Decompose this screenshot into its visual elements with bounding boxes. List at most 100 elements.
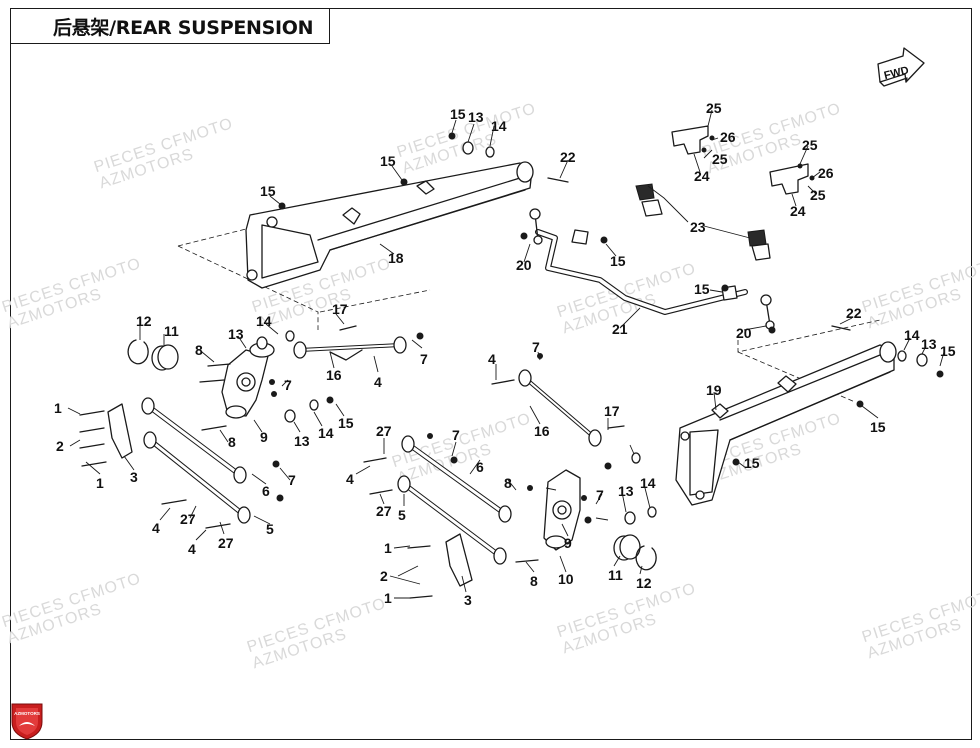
- callout-label: 15: [610, 253, 626, 269]
- callout-label: 13: [921, 336, 937, 352]
- fwd-arrow-icon: FWD: [877, 47, 925, 87]
- callout-label: 7: [284, 377, 292, 393]
- callout-label: 11: [164, 323, 179, 339]
- callout-label: 15: [694, 281, 710, 297]
- callout-label: 6: [476, 459, 484, 475]
- swing-arm-right: [675, 341, 897, 506]
- callout-label: 7: [420, 351, 428, 367]
- nuts: [269, 132, 944, 524]
- toe-link-left: [293, 336, 407, 361]
- callout-label: 27: [376, 503, 392, 519]
- callout-label: 5: [266, 521, 274, 537]
- callout-label: 15: [450, 106, 466, 122]
- callout-label: 14: [904, 327, 920, 343]
- callout-label: 14: [491, 118, 507, 134]
- brackets: [107, 403, 473, 587]
- callout-label: 2: [380, 568, 388, 584]
- callout-label: 24: [694, 168, 710, 184]
- callout-label: 20: [736, 325, 752, 341]
- callout-label: 19: [706, 382, 722, 398]
- callout-label: 10: [558, 571, 574, 587]
- callout-label: 15: [380, 153, 396, 169]
- callout-label: 1: [384, 540, 392, 556]
- callout-label: 13: [468, 109, 484, 125]
- stabilizer-links: [529, 208, 775, 330]
- callout-label: 14: [640, 475, 656, 491]
- callout-label: 15: [870, 419, 886, 435]
- callout-label: 13: [228, 326, 244, 342]
- callout-label: 25: [810, 187, 826, 203]
- callout-label: 8: [504, 475, 512, 491]
- callout-label: 18: [388, 250, 404, 266]
- callout-label: 7: [596, 487, 604, 503]
- callout-label: 12: [636, 575, 652, 591]
- callout-label: 16: [326, 367, 342, 383]
- callout-numbers: 15 13 14 15 22 15 18 20 15 21 25 26 25 2…: [54, 100, 956, 608]
- callout-label: 25: [712, 151, 728, 167]
- callout-label: 5: [398, 507, 406, 523]
- callout-label: 4: [488, 351, 496, 367]
- callout-label: 4: [152, 520, 160, 536]
- callout-label: 13: [294, 433, 310, 449]
- callout-label: 27: [180, 511, 196, 527]
- callout-label: 21: [612, 321, 628, 337]
- logo-text: AZMOTORS: [14, 711, 40, 716]
- callout-label: 23: [690, 219, 706, 235]
- callout-label: 2: [56, 438, 64, 454]
- callout-label: 25: [706, 100, 722, 116]
- title-box: 后悬架/REAR SUSPENSION: [10, 8, 330, 44]
- callout-label: 15: [940, 343, 956, 359]
- callout-label: 16: [534, 423, 550, 439]
- diagram-frame: [10, 8, 972, 740]
- callout-label: 4: [374, 374, 382, 390]
- callout-label: 15: [744, 455, 760, 471]
- azmotors-logo: AZMOTORS: [11, 703, 43, 740]
- callout-label: 22: [560, 149, 576, 165]
- callout-label: 26: [818, 165, 834, 181]
- callout-label: 27: [376, 423, 392, 439]
- callout-label: 7: [532, 339, 540, 355]
- callout-label: 9: [260, 429, 268, 445]
- callout-label: 1: [54, 400, 62, 416]
- lower-arms-left: [141, 397, 251, 524]
- callout-label: 27: [218, 535, 234, 551]
- callout-label: 3: [130, 469, 138, 485]
- small-bushings: [256, 141, 928, 525]
- callout-label: 15: [338, 415, 354, 431]
- callout-label: 22: [846, 305, 862, 321]
- page-title: 后悬架/REAR SUSPENSION: [53, 16, 314, 39]
- toe-link-right: [518, 369, 602, 447]
- callout-label: 17: [604, 403, 620, 419]
- callout-label: 11: [608, 567, 623, 583]
- leader-lines: [67, 109, 945, 599]
- callout-label: 20: [516, 257, 532, 273]
- callout-label: 4: [188, 541, 196, 557]
- callout-label: 9: [564, 535, 572, 551]
- bushings-and-circlips: [127, 339, 657, 571]
- callout-label: 26: [720, 129, 736, 145]
- stabilizer-clamps: [635, 125, 809, 261]
- knuckle-right: [543, 469, 581, 551]
- callout-label: 14: [256, 313, 272, 329]
- callout-label: 4: [346, 471, 354, 487]
- callout-label: 7: [452, 427, 460, 443]
- callout-label: 12: [136, 313, 152, 329]
- callout-label: 8: [530, 573, 538, 589]
- bolts: [79, 177, 851, 599]
- callout-label: 8: [228, 434, 236, 450]
- callout-label: 6: [262, 483, 270, 499]
- callout-label: 24: [790, 203, 806, 219]
- swing-arm-left: [245, 161, 534, 289]
- stabilizer-bar: [535, 229, 748, 315]
- callout-label: 7: [288, 472, 296, 488]
- callout-label: 15: [260, 183, 276, 199]
- callout-label: 8: [195, 342, 203, 358]
- fwd-label: FWD: [883, 64, 910, 82]
- callout-label: 25: [802, 137, 818, 153]
- callout-label: 17: [332, 301, 348, 317]
- lower-arms-right: [397, 435, 512, 565]
- callout-label: 1: [96, 475, 104, 491]
- callout-label: 14: [318, 425, 334, 441]
- callout-label: 3: [464, 592, 472, 608]
